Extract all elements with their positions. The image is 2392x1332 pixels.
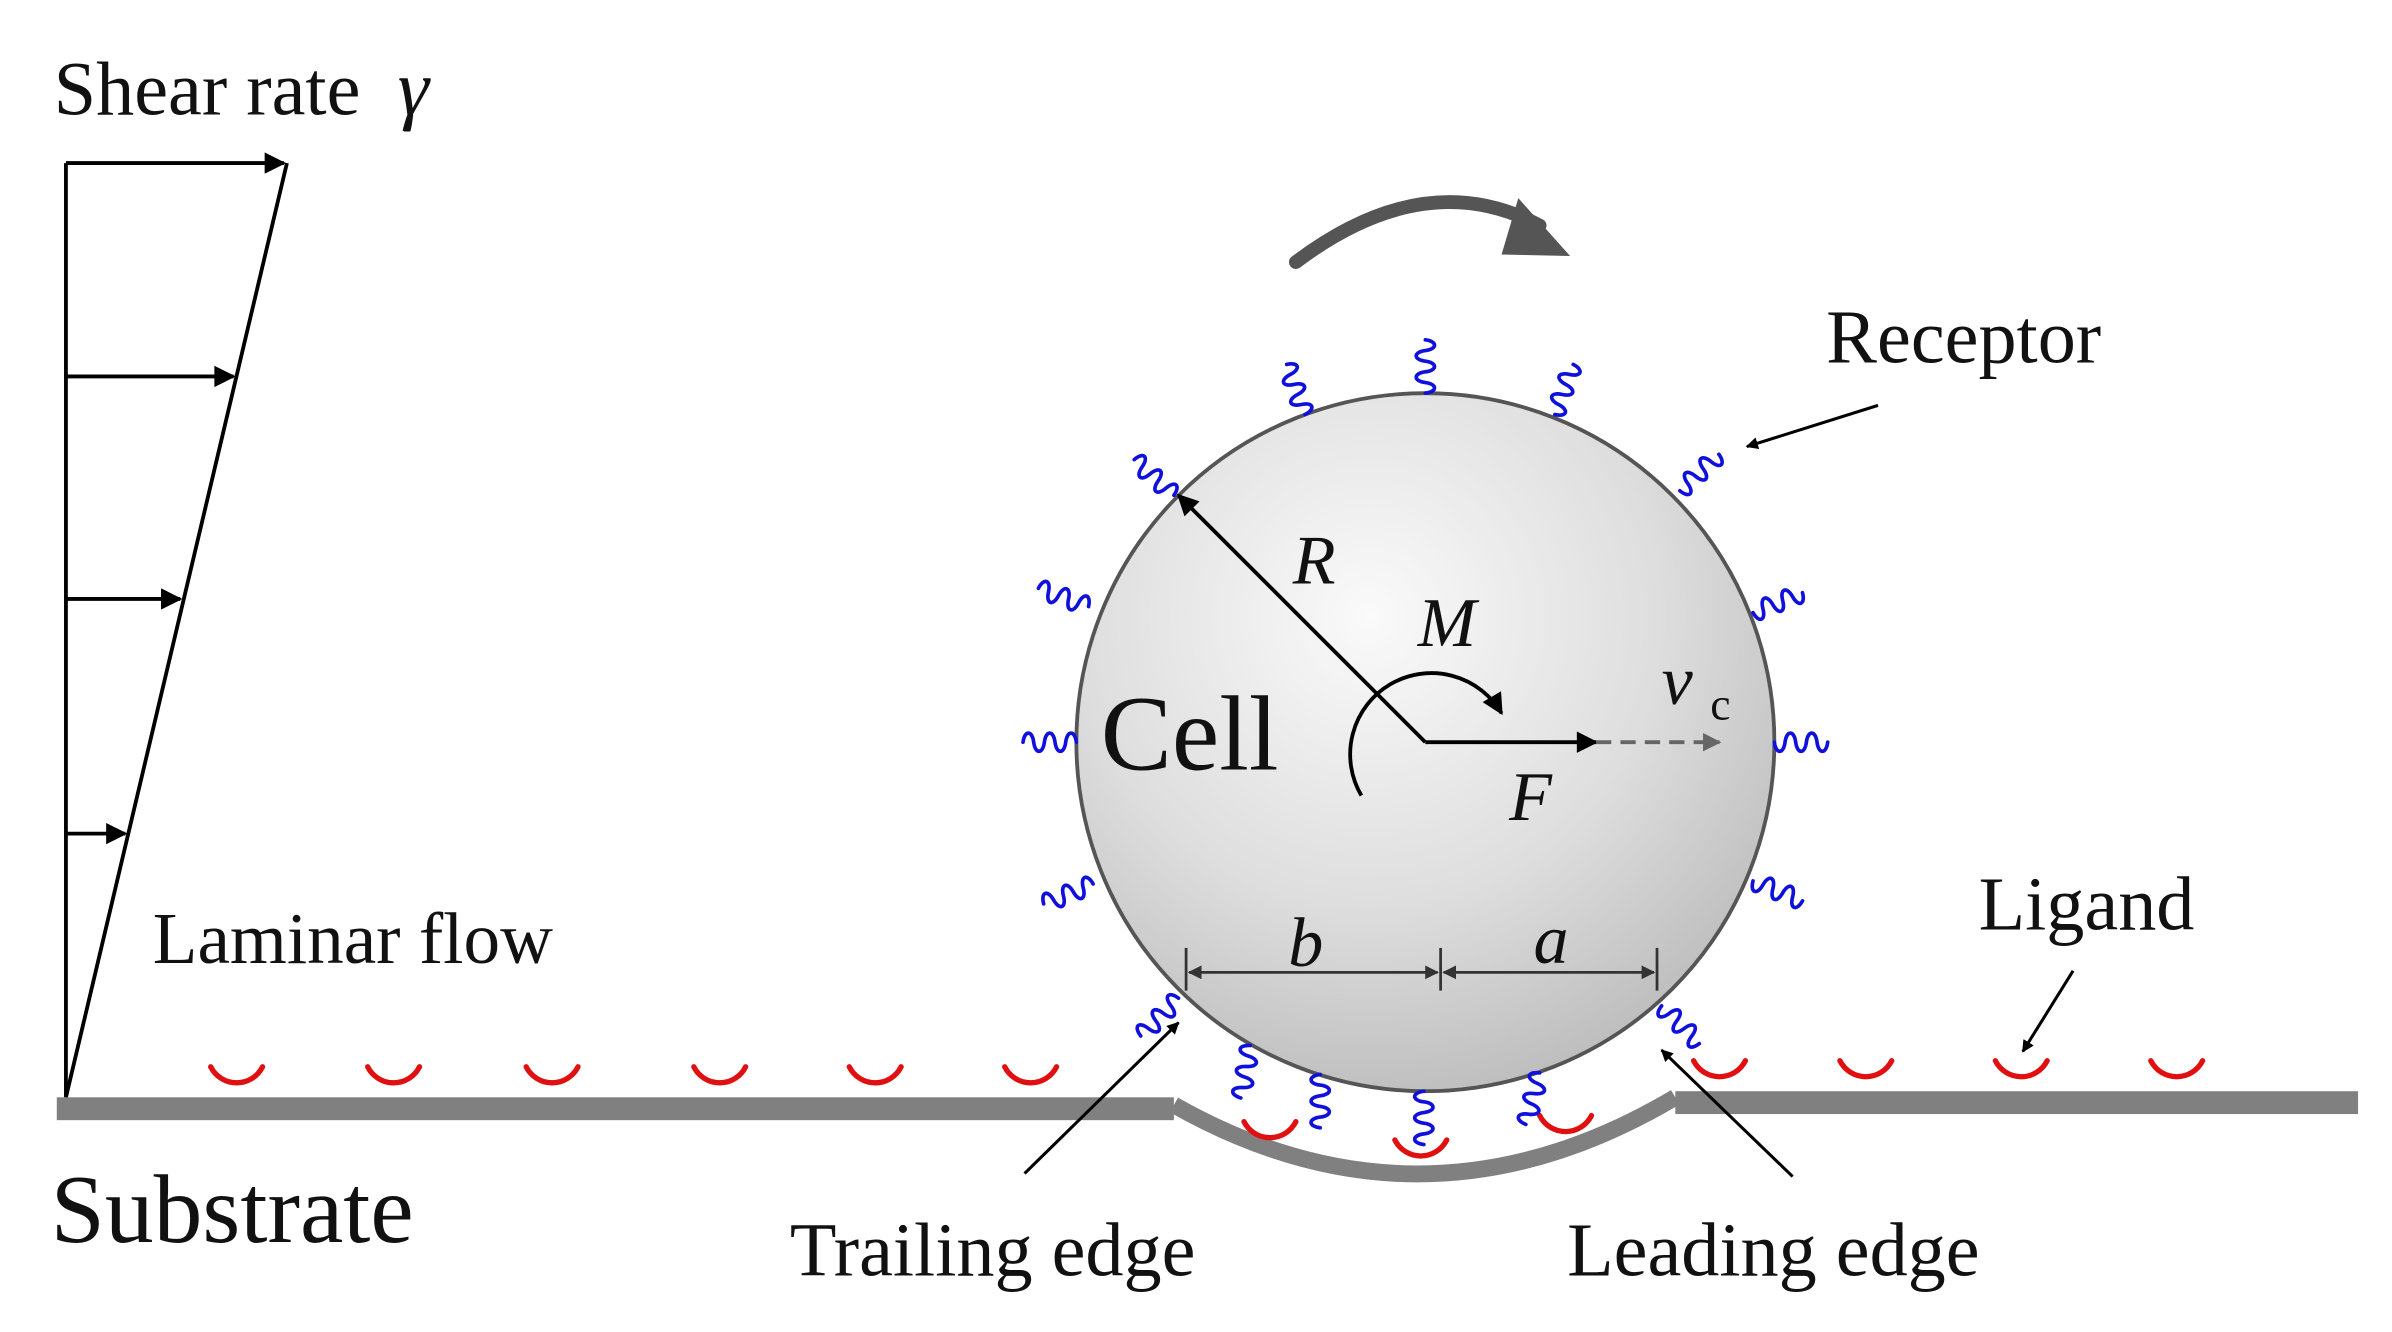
trailing-edge-label: Trailing edge <box>790 1209 1196 1293</box>
ligand-cup <box>2151 1061 2203 1077</box>
leading-edge-pointer <box>1660 1048 1794 1178</box>
substrate-label: Substrate <box>51 1156 414 1264</box>
moment-arrow <box>1348 671 1504 797</box>
contact-b-label: b <box>1288 905 1323 982</box>
receptor-spring <box>1747 870 1808 912</box>
receptor-spring <box>1033 577 1094 617</box>
ligand-cup <box>1540 1116 1592 1132</box>
ligand-label: Ligand <box>1979 863 2195 947</box>
radius-arrow <box>1176 493 1427 744</box>
ligand-cup <box>694 1067 746 1083</box>
ligand-pointer <box>2021 969 2075 1053</box>
ligand-cup <box>849 1067 901 1083</box>
substrate-surface <box>56 1090 2359 1183</box>
receptor-spring <box>1747 582 1808 623</box>
receptor-spring <box>1671 445 1727 500</box>
receptor-spring <box>1021 731 1079 754</box>
contact-a-label: a <box>1534 902 1569 979</box>
trailing-edge-pointer <box>1023 1021 1180 1175</box>
shear-profile <box>64 152 289 1098</box>
receptor-pointer <box>1745 403 1879 450</box>
ligand-cup <box>1995 1061 2047 1077</box>
receptor-spring <box>1132 989 1187 1045</box>
receptor-spring <box>1772 731 1830 754</box>
ligand-cup <box>1694 1061 1746 1077</box>
ligand-cup <box>1005 1067 1057 1083</box>
laminar-flow-label: Laminar flow <box>153 898 553 979</box>
velocity-label: v c <box>1662 643 1731 729</box>
leading-edge-label: Leading edge <box>1567 1209 1979 1293</box>
ligand-cup <box>211 1067 263 1083</box>
radius-label: R <box>1292 523 1336 600</box>
force-label: F <box>1508 759 1553 836</box>
shear-rate-label: Shear rate γ <box>54 44 431 132</box>
receptor-spring <box>1038 873 1099 915</box>
receptor-spring <box>1544 359 1584 420</box>
cell-label: Cell <box>1101 676 1279 794</box>
receptor-spring <box>1276 359 1316 420</box>
receptor-label: Receptor <box>1826 296 2101 380</box>
ligand-cup <box>368 1067 420 1083</box>
receptor-spring <box>1653 997 1708 1052</box>
ligand-cup <box>526 1067 578 1083</box>
receptor-spring <box>1414 338 1437 396</box>
receptor-spring <box>1126 450 1182 504</box>
moment-label: M <box>1417 585 1480 662</box>
receptor-spring <box>1412 1089 1435 1147</box>
receptor-spring <box>1309 1072 1332 1130</box>
receptor-spring <box>1230 1042 1261 1102</box>
rolling-direction-arrow <box>1288 195 1571 269</box>
ligand-cup <box>1840 1061 1892 1077</box>
contact-dimension <box>1184 947 1659 991</box>
